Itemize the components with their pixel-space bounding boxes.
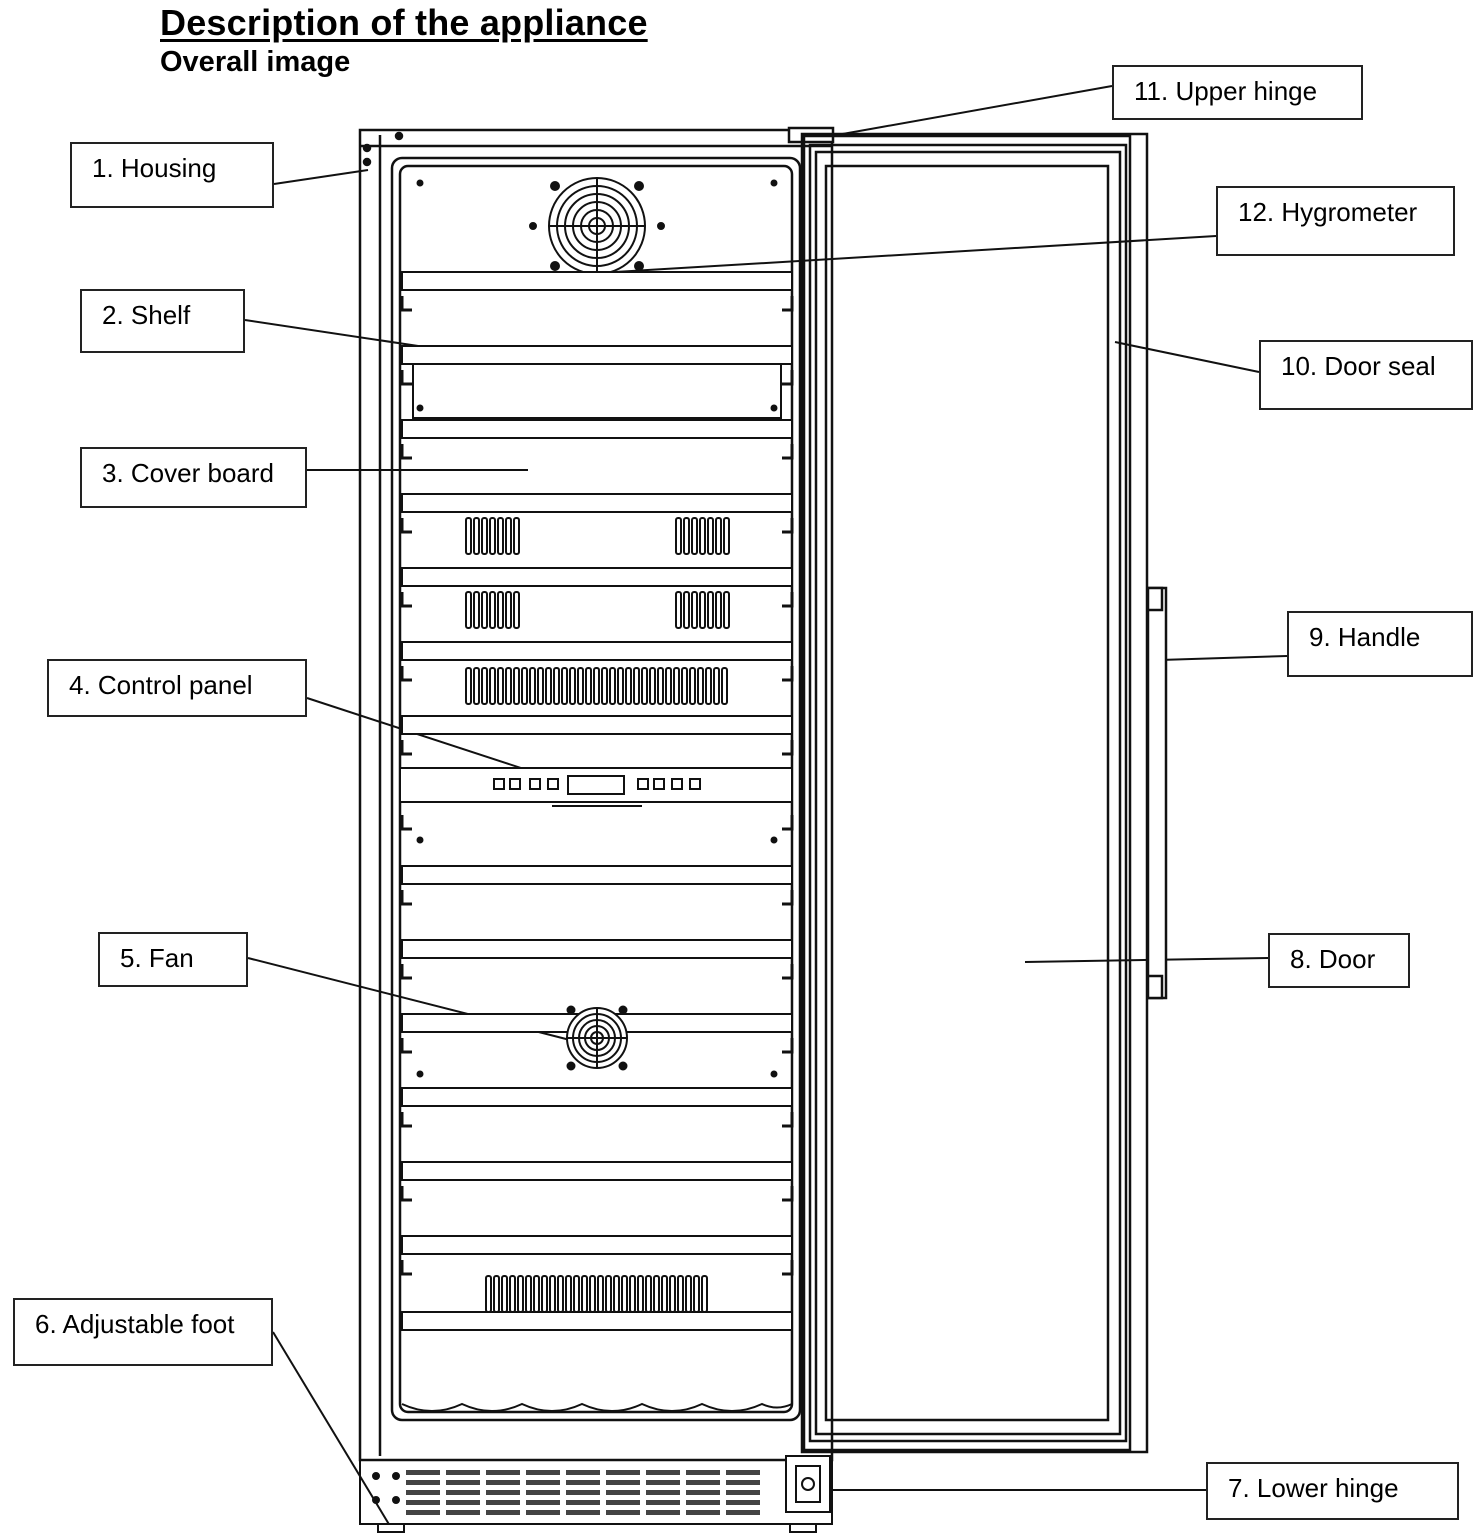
top-fan: [416, 177, 778, 275]
page-subtitle: Overall image: [160, 46, 351, 78]
shelves: [401, 271, 793, 1331]
door-graphic: [800, 132, 1149, 1454]
label-shelf: 2. Shelf: [80, 289, 245, 353]
bottom-liner: [401, 1402, 793, 1412]
leader-handle: [1159, 655, 1288, 661]
leader-adjustable-foot: [272, 1331, 391, 1527]
vent-slots-wide-lower: [485, 1275, 708, 1313]
leader-door-seal: [1114, 341, 1260, 373]
label-cover-board: 3. Cover board: [80, 447, 307, 508]
vent-slots-wide-upper: [465, 667, 728, 705]
handle-graphic: [1146, 586, 1168, 1000]
label-housing: 1. Housing: [70, 142, 274, 208]
label-hygrometer: 12. Hygrometer: [1216, 186, 1455, 256]
leader-lines: [244, 85, 1288, 1527]
vent-slots-right-1: [675, 517, 730, 555]
label-handle: 9. Handle: [1287, 611, 1473, 677]
page-title: Description of the appliance: [160, 2, 648, 43]
label-door: 8. Door: [1268, 933, 1410, 988]
label-lower-hinge: 7. Lower hinge: [1206, 1462, 1459, 1520]
control-panel-graphic: [399, 767, 793, 807]
shelf-brackets: [400, 296, 794, 1276]
vent-slots-left-2: [465, 591, 520, 629]
leader-upper-hinge: [819, 85, 1113, 139]
vent-slots-right-2: [675, 591, 730, 629]
label-fan: 5. Fan: [98, 932, 248, 987]
lower-fan: [416, 836, 778, 1078]
label-adjustable-foot: 6. Adjustable foot: [13, 1298, 273, 1366]
cover-board-vents: [412, 363, 782, 1313]
label-door-seal: 10. Door seal: [1259, 340, 1473, 410]
label-control-panel: 4. Control panel: [47, 659, 307, 717]
leader-housing: [273, 169, 369, 185]
label-upper-hinge: 11. Upper hinge: [1112, 65, 1363, 120]
vent-slots-left-1: [465, 517, 520, 555]
leader-hygrometer: [614, 235, 1217, 273]
bottom-grille: [359, 1455, 833, 1533]
